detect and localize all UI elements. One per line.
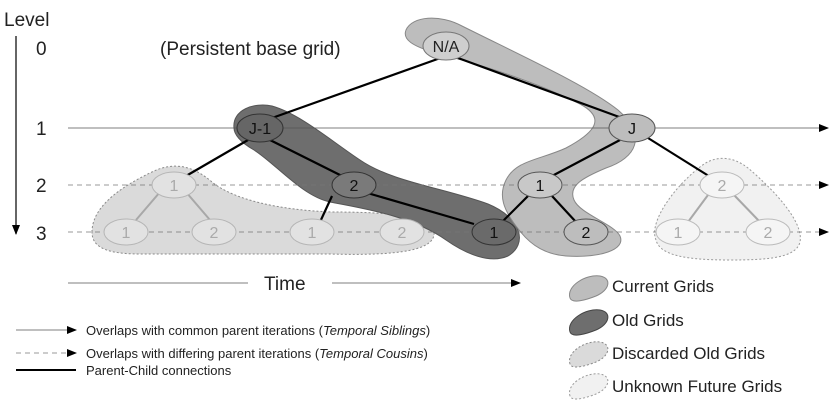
svg-text:2: 2 bbox=[210, 225, 219, 242]
level-2-label: 2 bbox=[36, 176, 47, 197]
svg-text:1: 1 bbox=[674, 225, 683, 242]
svg-text:1: 1 bbox=[122, 225, 131, 242]
svg-text:1: 1 bbox=[170, 178, 179, 195]
grid-node-na: N/A bbox=[422, 31, 470, 61]
legend-future-swatch bbox=[569, 373, 609, 400]
legend-old-swatch bbox=[569, 309, 609, 336]
svg-text:2: 2 bbox=[398, 225, 407, 242]
svg-text:1: 1 bbox=[308, 225, 317, 242]
grid-node-level2-old: 2 bbox=[331, 171, 377, 199]
faded-parent-child-edges bbox=[135, 191, 761, 223]
level-axis-title: Level bbox=[4, 10, 49, 31]
svg-text:1: 1 bbox=[490, 225, 499, 242]
svg-text:1: 1 bbox=[536, 178, 545, 195]
legend-discarded-label: Discarded Old Grids bbox=[612, 344, 765, 363]
legend-discarded-swatch bbox=[569, 341, 609, 368]
grid-node-j: J bbox=[608, 113, 656, 143]
svg-text:J-1: J-1 bbox=[249, 121, 271, 138]
grid-node-level3-discarded-d: 2 bbox=[379, 218, 425, 246]
svg-text:2: 2 bbox=[582, 225, 591, 242]
svg-text:N/A: N/A bbox=[433, 39, 460, 56]
svg-text:2: 2 bbox=[350, 178, 359, 195]
legend-current-label: Current Grids bbox=[612, 277, 714, 296]
legend-siblings-text: Overlaps with common parent iterations (… bbox=[86, 323, 430, 338]
grid-node-level3-old: 1 bbox=[471, 218, 517, 246]
svg-text:2: 2 bbox=[718, 178, 727, 195]
level-1-label: 1 bbox=[36, 119, 47, 140]
grid-node-level3-future-a: 1 bbox=[655, 218, 701, 246]
svg-text:2: 2 bbox=[764, 225, 773, 242]
grid-node-level2-current: 1 bbox=[517, 171, 563, 199]
old-grids-region bbox=[233, 104, 520, 260]
grid-node-j-minus-1: J-1 bbox=[236, 113, 284, 143]
legend-old-label: Old Grids bbox=[612, 311, 684, 330]
level-0-label: 0 bbox=[36, 39, 47, 60]
legend-future-label: Unknown Future Grids bbox=[612, 377, 782, 396]
grid-node-level2-discarded: 1 bbox=[151, 171, 197, 199]
svg-text:J: J bbox=[628, 121, 636, 138]
grid-node-level3-current: 2 bbox=[563, 218, 609, 246]
level-3-label: 3 bbox=[36, 224, 47, 245]
grid-node-level2-future: 2 bbox=[699, 171, 745, 199]
parent-child-edges bbox=[185, 54, 713, 226]
grid-node-level3-discarded-c: 1 bbox=[289, 218, 335, 246]
base-grid-label: (Persistent base grid) bbox=[160, 39, 341, 60]
legend-parent-child-text: Parent-Child connections bbox=[86, 363, 232, 378]
grid-node-level3-future-b: 2 bbox=[745, 218, 791, 246]
time-axis-label: Time bbox=[264, 274, 306, 295]
legend-cousins-text: Overlaps with differing parent iteration… bbox=[86, 346, 428, 361]
grid-node-level3-discarded-a: 1 bbox=[103, 218, 149, 246]
legend-current-swatch bbox=[569, 275, 609, 302]
grid-node-level3-discarded-b: 2 bbox=[191, 218, 237, 246]
